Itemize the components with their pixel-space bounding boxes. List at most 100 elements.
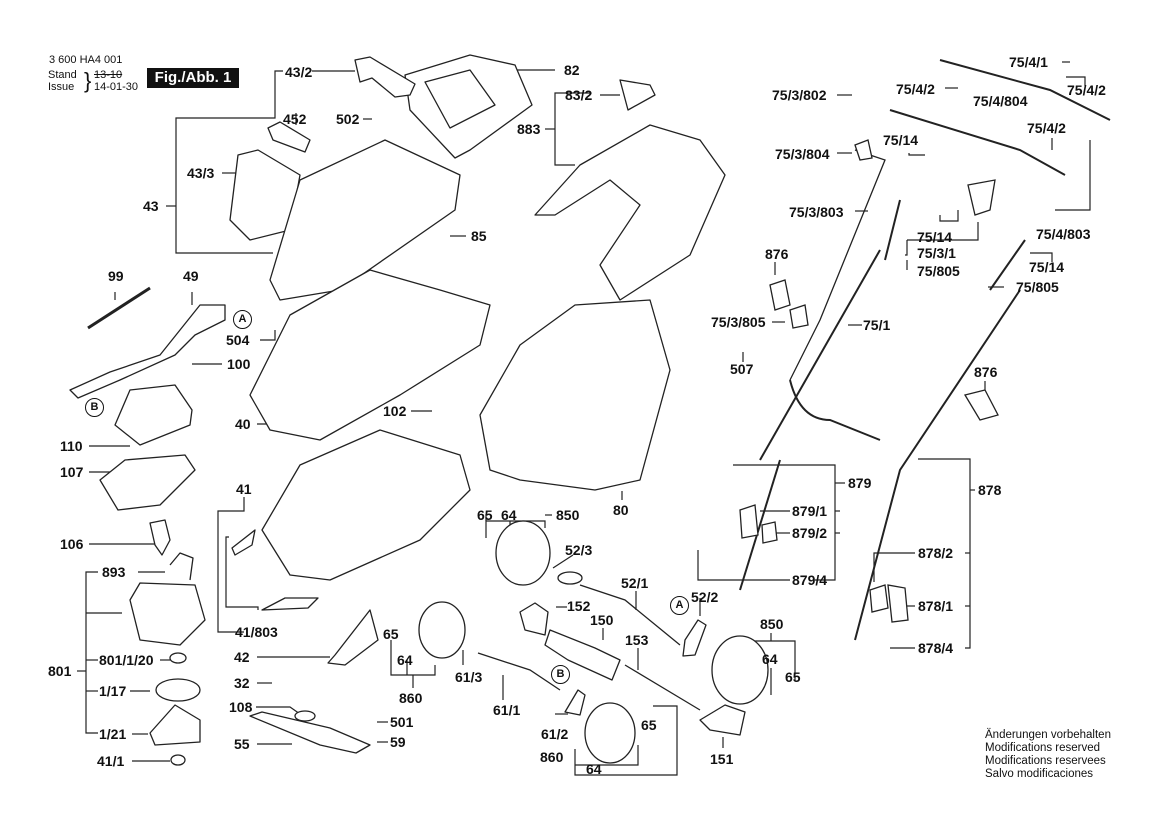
callout-52-3[interactable]: 52/3 <box>565 542 593 558</box>
callout-75-14-right[interactable]: 75/14 <box>1029 259 1065 275</box>
callout-876-top[interactable]: 876 <box>765 246 789 262</box>
callout-61-2[interactable]: 61/2 <box>541 726 569 742</box>
callout-80[interactable]: 80 <box>613 502 629 518</box>
callout-1-21[interactable]: 1/21 <box>99 726 127 742</box>
callout-110[interactable]: 110 <box>60 438 83 454</box>
callout-850-upper[interactable]: 850 <box>556 507 580 523</box>
callout-860-lower[interactable]: 860 <box>540 749 564 765</box>
connector-b-right: B <box>551 665 570 684</box>
callout-64-right-wheel[interactable]: 64 <box>762 651 778 667</box>
note-line-es: Salvo modificaciones <box>985 768 1094 780</box>
leader-75-3-1 <box>905 240 908 256</box>
callout-75-4-2-right[interactable]: 75/4/2 <box>1067 82 1106 98</box>
part-1-17-pulley <box>155 678 201 702</box>
callout-65-upper[interactable]: 65 <box>477 507 493 523</box>
callout-876-right[interactable]: 876 <box>974 364 998 380</box>
callout-75-3-804[interactable]: 75/3/804 <box>775 146 830 162</box>
callout-102[interactable]: 102 <box>383 403 407 419</box>
callout-65-right-wheel[interactable]: 65 <box>785 669 801 685</box>
modifications-note: Änderungen vorbehalten Modifications res… <box>985 729 1111 781</box>
callout-860-left[interactable]: 860 <box>399 690 423 706</box>
callout-59[interactable]: 59 <box>390 734 406 750</box>
callout-52-2[interactable]: 52/2 <box>691 589 719 605</box>
callout-65-left[interactable]: 65 <box>383 626 399 642</box>
old-date: 13-10 <box>94 69 123 81</box>
callout-64-left[interactable]: 64 <box>397 652 413 668</box>
callout-879-1[interactable]: 879/1 <box>792 503 828 519</box>
callout-75-3-1[interactable]: 75/3/1 <box>917 245 956 261</box>
callout-152[interactable]: 152 <box>567 598 591 614</box>
callout-85[interactable]: 85 <box>471 228 487 244</box>
callout-107[interactable]: 107 <box>60 464 84 480</box>
callout-452[interactable]: 452 <box>283 111 307 127</box>
callout-1-17[interactable]: 1/17 <box>99 683 127 699</box>
part-850-right-wheel <box>711 635 769 705</box>
callout-883[interactable]: 883 <box>517 121 541 137</box>
part-876-knob-top <box>769 279 791 311</box>
callout-55[interactable]: 55 <box>234 736 250 752</box>
callout-75-805-left[interactable]: 75/805 <box>917 263 960 279</box>
callout-878[interactable]: 878 <box>978 482 1002 498</box>
callout-43[interactable]: 43 <box>143 198 159 214</box>
stand-label: Stand <box>48 69 77 81</box>
part-878-2-clip <box>869 584 889 613</box>
callout-108[interactable]: 108 <box>229 699 253 715</box>
callout-42[interactable]: 42 <box>234 649 250 665</box>
callout-32[interactable]: 32 <box>234 675 250 691</box>
callout-52-1[interactable]: 52/1 <box>621 575 649 591</box>
part-876-knob-right <box>963 389 999 421</box>
callout-75-4-2-left[interactable]: 75/4/2 <box>896 81 935 97</box>
callout-75-3-803[interactable]: 75/3/803 <box>789 204 844 220</box>
callout-75-4-804[interactable]: 75/4/804 <box>973 93 1028 109</box>
callout-879-2[interactable]: 879/2 <box>792 525 828 541</box>
callout-82[interactable]: 82 <box>564 62 580 78</box>
callout-878-1[interactable]: 878/1 <box>918 598 954 614</box>
callout-106[interactable]: 106 <box>60 536 84 552</box>
callout-801[interactable]: 801 <box>48 663 72 679</box>
callout-99[interactable]: 99 <box>108 268 124 284</box>
callout-75-805-right[interactable]: 75/805 <box>1016 279 1059 295</box>
part-61-1-rod <box>477 652 561 691</box>
callout-75-1[interactable]: 75/1 <box>863 317 891 333</box>
callout-150[interactable]: 150 <box>590 612 614 628</box>
callout-61-3[interactable]: 61/3 <box>455 669 483 685</box>
callout-41-1[interactable]: 41/1 <box>97 753 125 769</box>
callout-64-lower[interactable]: 64 <box>586 761 602 777</box>
callout-100[interactable]: 100 <box>227 356 251 372</box>
part-number: 3 600 HA4 001 <box>49 54 123 66</box>
part-75-3-1-grip <box>967 179 996 216</box>
callout-75-14-top[interactable]: 75/14 <box>883 132 919 148</box>
callout-502[interactable]: 502 <box>336 111 360 127</box>
callout-75-4-2-mid[interactable]: 75/4/2 <box>1027 120 1066 136</box>
callout-41-803[interactable]: 41/803 <box>235 624 278 640</box>
part-82-window <box>424 69 496 129</box>
callout-75-4-1[interactable]: 75/4/1 <box>1009 54 1048 70</box>
callout-75-14-mid[interactable]: 75/14 <box>917 229 953 245</box>
callout-879[interactable]: 879 <box>848 475 872 491</box>
callout-65-lower[interactable]: 65 <box>641 717 657 733</box>
callout-501[interactable]: 501 <box>390 714 414 730</box>
callout-507[interactable]: 507 <box>730 361 754 377</box>
callout-83-2[interactable]: 83/2 <box>565 87 593 103</box>
callout-43-2[interactable]: 43/2 <box>285 64 313 80</box>
callout-893[interactable]: 893 <box>102 564 126 580</box>
callout-43-3[interactable]: 43/3 <box>187 165 215 181</box>
callout-153[interactable]: 153 <box>625 632 649 648</box>
callout-49[interactable]: 49 <box>183 268 199 284</box>
callout-75-4-803[interactable]: 75/4/803 <box>1036 226 1091 242</box>
callout-64-upper[interactable]: 64 <box>501 507 517 523</box>
callout-801-1-20[interactable]: 801/1/20 <box>99 652 154 668</box>
callout-504[interactable]: 504 <box>226 332 250 348</box>
figure-badge: Fig./Abb. 1 <box>147 68 239 88</box>
callout-41[interactable]: 41 <box>236 481 252 497</box>
part-52-2-lever <box>682 619 707 657</box>
callout-879-4[interactable]: 879/4 <box>792 572 828 588</box>
callout-75-3-805[interactable]: 75/3/805 <box>711 314 766 330</box>
callout-61-1[interactable]: 61/1 <box>493 702 521 718</box>
callout-40[interactable]: 40 <box>235 416 251 432</box>
callout-75-3-802[interactable]: 75/3/802 <box>772 87 827 103</box>
callout-850-right[interactable]: 850 <box>760 616 784 632</box>
callout-878-2[interactable]: 878/2 <box>918 545 954 561</box>
callout-878-4[interactable]: 878/4 <box>918 640 954 656</box>
callout-151[interactable]: 151 <box>710 751 734 767</box>
